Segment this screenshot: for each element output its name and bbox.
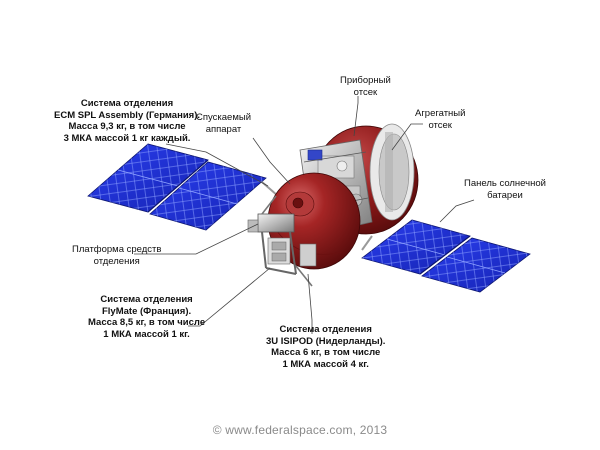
label-aggregate-compartment: Агрегатный отсек	[415, 108, 465, 131]
label-line: Спускаемый	[196, 112, 251, 123]
label-line: отсек	[353, 86, 378, 98]
leader-aggregate	[391, 123, 423, 151]
label-line: отделения	[93, 255, 140, 267]
label-ecm-separation-system: Система отделения ECM SPL Assembly (Герм…	[54, 98, 200, 144]
leader-descent	[252, 137, 291, 185]
label-line: Масса 8,5 кг, в том числе	[88, 317, 206, 328]
label-line: Масса 9,3 кг, в том числе	[68, 121, 186, 132]
label-line: 1 МКА массой 1 кг.	[103, 328, 190, 340]
label-line: Система отделения	[279, 324, 372, 335]
label-line: Панель солнечной	[464, 178, 546, 189]
separation-platform	[247, 195, 317, 287]
label-line: Платформа средств	[72, 244, 162, 255]
leader-isipod	[307, 273, 313, 334]
leader-lines	[134, 96, 475, 334]
leader-platform	[134, 223, 259, 255]
label-solar-panel: Панель солнечной батареи	[464, 178, 546, 201]
label-separation-platform: Платформа средств отделения	[72, 244, 161, 267]
label-line: Агрегатный	[415, 108, 466, 119]
label-line: Система отделения	[80, 98, 174, 109]
label-isipod-separation-system: Система отделения 3U ISIPOD (Нидерланды)…	[266, 324, 385, 370]
leader-flymate	[188, 267, 271, 327]
label-instrument-compartment: Приборный отсек	[340, 75, 391, 98]
leader-ecm	[165, 143, 269, 187]
copyright-credit: © www.federalspace.com, 2013	[212, 423, 388, 437]
label-line: Приборный	[340, 75, 391, 86]
right-solar-panel	[361, 219, 531, 293]
leader-instrument	[353, 96, 359, 137]
label-descent-module: Спускаемый аппарат	[196, 112, 251, 135]
label-line: 3 МКА массой 1 кг каждый.	[63, 132, 191, 144]
leader-solar	[439, 199, 475, 223]
left-solar-panel	[87, 143, 279, 231]
label-line: ECM SPL Assembly (Германия).	[54, 109, 201, 121]
label-line: Система отделения	[100, 294, 193, 305]
label-line: аппарат	[205, 123, 242, 135]
label-line: FlyMate (Франция).	[101, 305, 192, 317]
label-line: 1 МКА массой 4 кг.	[282, 358, 369, 370]
label-line: 3U ISIPOD (Нидерланды).	[266, 335, 386, 347]
label-line: батареи	[487, 189, 523, 201]
label-flymate-separation-system: Система отделения FlyMate (Франция). Мас…	[88, 294, 205, 340]
label-line: Масса 6 кг, в том числе	[271, 347, 381, 358]
label-line: отсек	[428, 119, 452, 131]
